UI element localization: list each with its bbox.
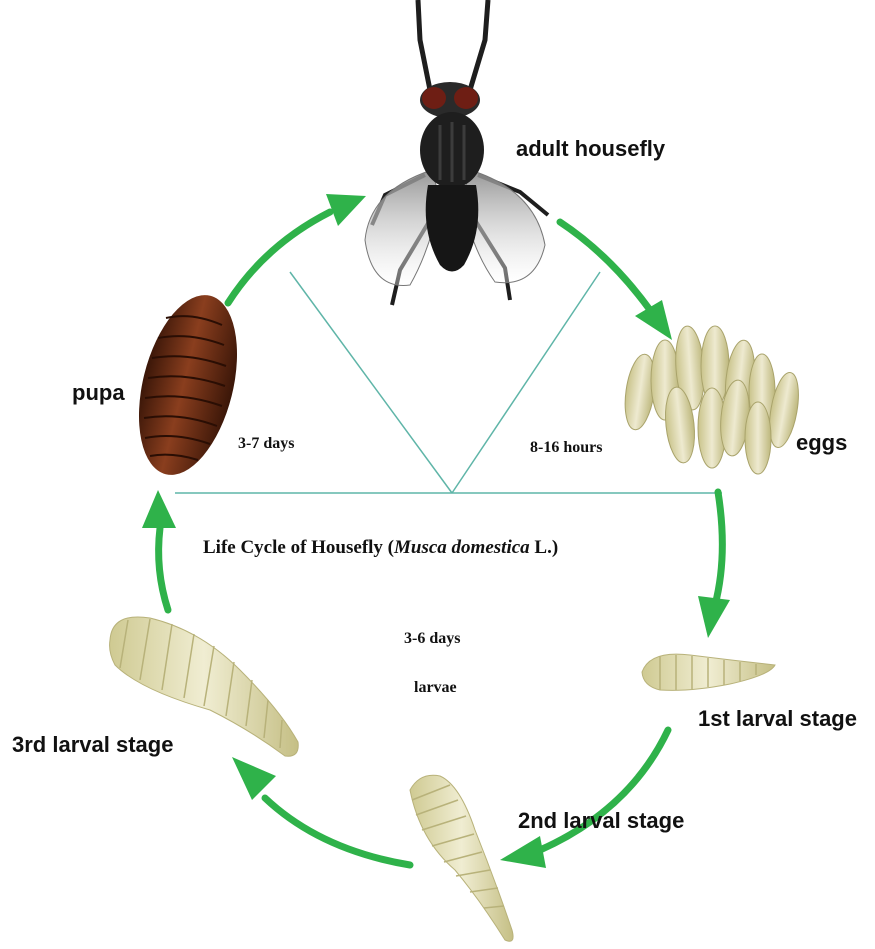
pupa-image (122, 285, 254, 485)
arrowhead-second-larva (500, 836, 546, 868)
arrow-eggs-to-first-larva (715, 492, 722, 605)
title-species: Musca domestica (393, 537, 530, 558)
pupa-label: pupa (72, 380, 125, 405)
arrowhead-first-larva (698, 596, 730, 638)
arrowhead-third-larva (232, 757, 276, 800)
title-prefix: Life Cycle of Housefly ( (203, 537, 394, 558)
larvae-label: larvae (414, 679, 457, 696)
adult-housefly-label: adult housefly (516, 136, 666, 161)
arrowhead-pupa (142, 490, 176, 528)
arrow-pupa-to-adult (228, 212, 330, 303)
arrow-second-larva-to-third (265, 798, 410, 865)
title-suffix: L.) (530, 537, 559, 558)
second-larva-image (410, 775, 513, 941)
first-larva-image (642, 654, 775, 690)
second-larva-label: 2nd larval stage (518, 808, 684, 833)
arrow-adult-to-eggs (560, 222, 650, 310)
third-larva-label: 3rd larval stage (12, 732, 173, 757)
eggs-image (621, 325, 804, 474)
arrow-third-larva-to-pupa (159, 528, 168, 610)
first-larva-label: 1st larval stage (698, 706, 857, 731)
divider-line-right (452, 272, 600, 493)
pupa-duration: 3-7 days (238, 435, 294, 452)
diagram-title: Life Cycle of Housefly (Musca domestica … (203, 537, 558, 558)
larvae-duration: 3-6 days (404, 630, 460, 647)
arrowhead-eggs (635, 300, 672, 340)
eggs-duration: 8-16 hours (530, 439, 602, 456)
eggs-label: eggs (796, 430, 847, 455)
arrowhead-adult (326, 194, 366, 226)
divider-line-left (290, 272, 452, 493)
